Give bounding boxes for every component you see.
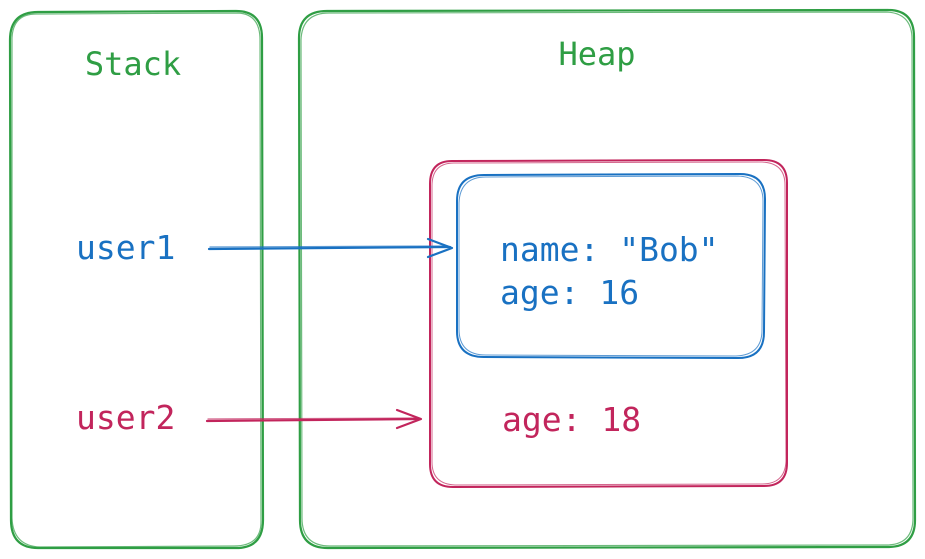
heap-title: Heap <box>558 35 635 73</box>
user2-arrowhead <box>395 408 423 430</box>
user1-arrow-shaft-sketch <box>209 245 449 248</box>
stack-title: Stack <box>85 45 181 83</box>
outer-object-border-sketch <box>431 161 787 486</box>
user2-arrow-shaft <box>205 417 422 423</box>
heap-border <box>297 8 917 550</box>
user1-arrow-shaft <box>207 245 452 251</box>
user1-label: user1 <box>76 228 175 267</box>
inner-object-border <box>456 172 767 360</box>
stack-border <box>8 9 265 550</box>
stack-border-sketch <box>11 12 262 548</box>
stack-region: Stack <box>8 9 265 550</box>
inner-object: name: "Bob" age: 16 <box>456 172 767 360</box>
outer-object: age: 18 <box>429 158 788 489</box>
user1-arrowhead <box>426 237 454 259</box>
user1-arrow <box>207 237 454 259</box>
inner-object-border-sketch <box>458 175 764 357</box>
user2-label: user2 <box>76 398 175 437</box>
inner-age-field: age: 16 <box>500 273 639 312</box>
inner-name-field: name: "Bob" <box>500 230 719 269</box>
outer-age-field: age: 18 <box>502 400 641 439</box>
outer-object-border <box>429 158 788 489</box>
heap-border-sketch <box>300 11 914 547</box>
user2-arrow-shaft-sketch <box>207 417 419 420</box>
heap-region: Heap <box>297 8 917 550</box>
user2-arrow <box>205 408 423 430</box>
